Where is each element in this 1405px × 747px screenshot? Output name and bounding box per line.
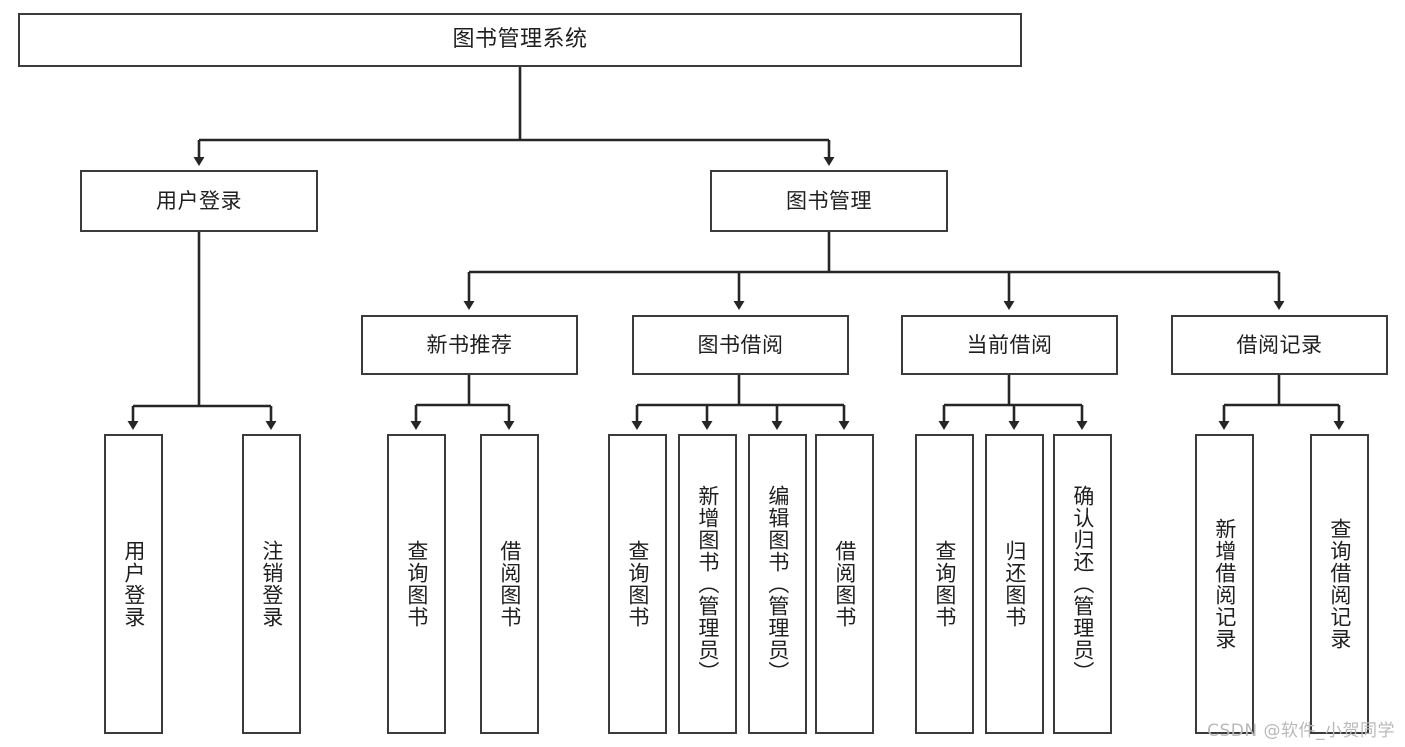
- node-label: 查询图书: [625, 540, 650, 628]
- node-label: 注销登录: [259, 540, 284, 628]
- node-label: 图书管理: [786, 188, 872, 213]
- leaf-current-return-book[interactable]: 归还图书: [985, 434, 1044, 734]
- leaf-user-login-signin[interactable]: 用户登录: [104, 434, 163, 734]
- leaf-user-login-signout[interactable]: 注销登录: [242, 434, 301, 734]
- node-label: 图书管理系统: [452, 27, 588, 53]
- leaf-current-confirm-return-admin[interactable]: 确认归还（管理员）: [1053, 434, 1112, 734]
- node-label: 用户登录: [156, 188, 242, 213]
- leaf-borrow-edit-book-admin[interactable]: 编辑图书（管理员）: [748, 434, 807, 734]
- leaf-borrow-query-book[interactable]: 查询图书: [608, 434, 667, 734]
- leaf-borrow-add-book-admin[interactable]: 新增图书（管理员）: [678, 434, 737, 734]
- leaf-recommend-borrow-book[interactable]: 借阅图书: [480, 434, 539, 734]
- csdn-watermark: CSDN @软件_小贺同学: [1207, 721, 1395, 741]
- node-label: 查询借阅记录: [1327, 518, 1352, 650]
- node-label: 查询图书: [404, 540, 429, 628]
- node-label: 新增图书（管理员）: [695, 485, 720, 683]
- leaf-borrow-borrow-book[interactable]: 借阅图书: [815, 434, 874, 734]
- node-label: 图书借阅: [697, 332, 784, 357]
- node-label: 借阅图书: [832, 540, 857, 628]
- node-label: 新书推荐: [426, 332, 513, 357]
- node-label: 确认归还（管理员）: [1070, 485, 1095, 683]
- node-current-borrow[interactable]: 当前借阅: [901, 315, 1118, 375]
- node-label: 用户登录: [121, 540, 146, 628]
- node-root-system[interactable]: 图书管理系统: [18, 13, 1022, 67]
- node-label: 当前借阅: [966, 332, 1053, 357]
- node-label: 借阅图书: [497, 540, 522, 628]
- leaf-current-query-book[interactable]: 查询图书: [915, 434, 974, 734]
- leaf-recommend-query-book[interactable]: 查询图书: [387, 434, 446, 734]
- node-label: 查询图书: [932, 540, 957, 628]
- node-label: 编辑图书（管理员）: [765, 485, 790, 683]
- node-user-login[interactable]: 用户登录: [80, 170, 318, 232]
- node-borrow-record[interactable]: 借阅记录: [1171, 315, 1388, 375]
- node-new-book-recommend[interactable]: 新书推荐: [361, 315, 578, 375]
- node-book-borrow[interactable]: 图书借阅: [632, 315, 849, 375]
- node-book-management[interactable]: 图书管理: [710, 170, 948, 232]
- node-label: 新增借阅记录: [1212, 518, 1237, 650]
- leaf-record-add-record[interactable]: 新增借阅记录: [1195, 434, 1254, 734]
- node-label: 归还图书: [1002, 540, 1027, 628]
- node-label: 借阅记录: [1236, 332, 1323, 357]
- leaf-record-query-record[interactable]: 查询借阅记录: [1310, 434, 1369, 734]
